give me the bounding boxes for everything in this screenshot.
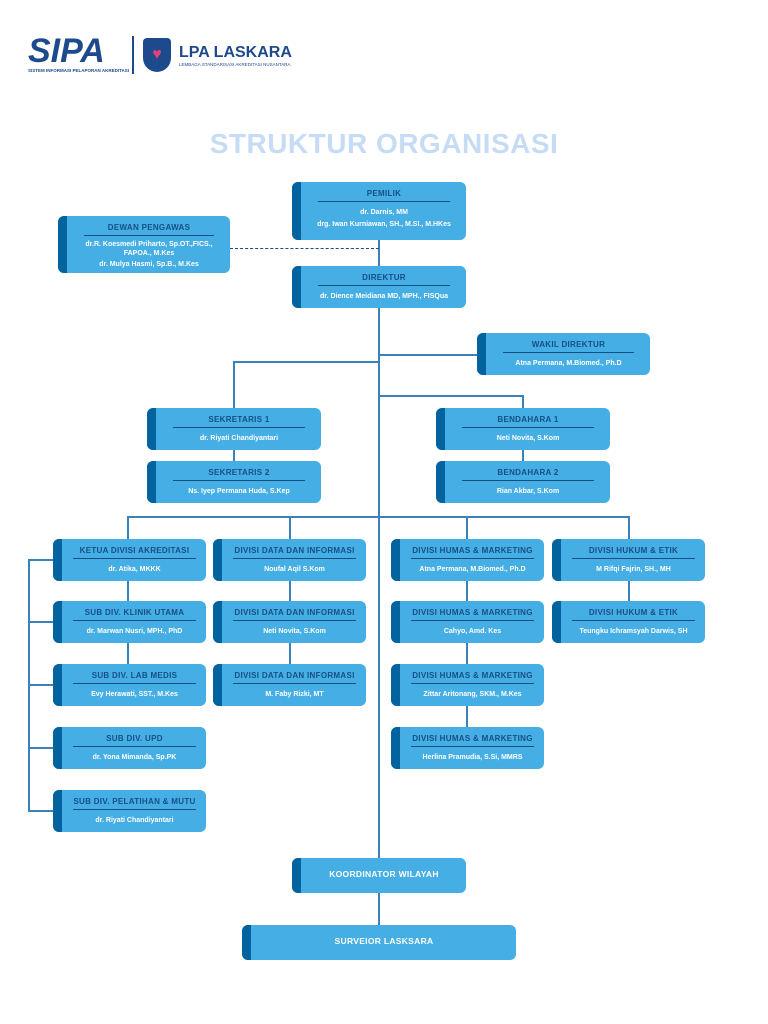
- divisi-akreditasi-box: SUB DIV. LAB MEDIS Evy Herawati, SST., M.…: [53, 664, 206, 706]
- box-title: SUB DIV. PELATIHAN & MUTU: [73, 797, 196, 810]
- box-title: DIVISI HUKUM & ETIK: [572, 608, 695, 621]
- box-title: WAKIL DIREKTUR: [503, 340, 634, 353]
- divisi-humas-box: DIVISI HUMAS & MARKETING Herlina Pramudia…: [391, 727, 544, 769]
- divisi-data-informasi-box: DIVISI DATA DAN INFORMASI Noufal Aqil S.K…: [213, 539, 366, 581]
- box-title: PEMILIK: [318, 189, 450, 202]
- box-title: DIVISI DATA DAN INFORMASI: [233, 671, 356, 684]
- box-title: KETUA DIVISI AKREDITASI: [73, 546, 196, 559]
- box-name: Cahyo, Amd. Kes: [443, 628, 502, 635]
- connector: [289, 516, 291, 664]
- box-title: DIVISI DATA DAN INFORMASI: [233, 608, 356, 621]
- box-name: M. Faby Rizki, MT: [265, 691, 324, 698]
- connector: [128, 516, 630, 518]
- surveior-box: SURVEIOR LASKSARA: [242, 925, 516, 960]
- box-name: dr. Atika, MKKK: [108, 566, 161, 573]
- box-name: drg. Iwan Kurniawan, SH., M.SI., M.HKes: [317, 221, 451, 228]
- box-title: KOORDINATOR WILAYAH: [329, 869, 439, 879]
- dewan-pengawas-box: DEWAN PENGAWAS dr.R. Koesmedi Priharto, …: [58, 216, 230, 273]
- connector: [28, 810, 53, 812]
- box-title: BENDAHARA 1: [462, 415, 594, 428]
- box-name: dr. Marwan Nusri, MPH., PhD: [86, 628, 183, 635]
- connector: [28, 560, 30, 812]
- connector: [378, 240, 380, 858]
- box-name: Neti Novita, S.Kom: [496, 435, 560, 442]
- box-name: dr. Mulya Hasmi, Sp.B., M.Kes: [99, 261, 199, 268]
- box-title: BENDAHARA 2: [462, 468, 594, 481]
- connector: [28, 559, 53, 561]
- connector: [28, 621, 53, 623]
- box-name: Evy Herawati, SST., M.Kes: [91, 691, 178, 698]
- divisi-humas-box: DIVISI HUMAS & MARKETING Atna Permana, M.…: [391, 539, 544, 581]
- box-name: dr.R. Koesmedi Priharto, Sp.OT.,FICS., F…: [85, 241, 213, 257]
- box-name: dr. Riyati Chandiyantari: [199, 435, 279, 442]
- box-name: Ns. Iyep Permana Huda, S.Kep: [188, 488, 290, 495]
- box-name: dr. Darnis, MM: [360, 209, 408, 216]
- connector: [379, 395, 523, 397]
- divisi-humas-box: DIVISI HUMAS & MARKETING Cahyo, Amd. Kes: [391, 601, 544, 643]
- box-title: SEKRETARIS 1: [173, 415, 305, 428]
- box-name: Rian Akbar, S.Kom: [496, 488, 560, 495]
- divisi-humas-box: DIVISI HUMAS & MARKETING Zittar Aritonang…: [391, 664, 544, 706]
- connector: [378, 893, 380, 925]
- box-title: SUB DIV. UPD: [73, 734, 196, 747]
- box-title: SUB DIV. LAB MEDIS: [73, 671, 196, 684]
- divisi-akreditasi-box: KETUA DIVISI AKREDITASI dr. Atika, MKKK: [53, 539, 206, 581]
- wakil-direktur-box: WAKIL DIREKTUR Atna Permana, M.Biomed., …: [477, 333, 650, 375]
- sipa-logo-subtitle: SISTEM INFORMASI PELAPORAN AKREDITASI: [28, 68, 130, 73]
- sipa-logo-text: SIPA: [28, 32, 105, 70]
- box-title: DIVISI HUMAS & MARKETING: [411, 734, 534, 747]
- lpa-shield-icon: ♥: [143, 38, 171, 72]
- connector: [379, 354, 477, 356]
- box-name: Zittar Aritonang, SKM., M.Kes: [423, 691, 522, 698]
- bendahara-1-box: BENDAHARA 1 Neti Novita, S.Kom: [436, 408, 610, 450]
- box-title: DIVISI DATA DAN INFORMASI: [233, 546, 356, 559]
- box-name: dr. Yona Mimanda, Sp.PK: [92, 754, 177, 761]
- box-title: DIVISI HUMAS & MARKETING: [411, 671, 534, 684]
- box-name: dr. Dience Meidiana MD, MPH., FISQua: [320, 293, 448, 300]
- box-name: Atna Permana, M.Biomed., Ph.D: [515, 360, 622, 367]
- sekretaris-1-box: SEKRETARIS 1 dr. Riyati Chandiyantari: [147, 408, 321, 450]
- box-title: SEKRETARIS 2: [173, 468, 305, 481]
- koordinator-wilayah-box: KOORDINATOR WILAYAH: [292, 858, 466, 893]
- box-title: DIVISI HUMAS & MARKETING: [411, 546, 534, 559]
- pemilik-box: PEMILIK dr. Darnis, MM drg. Iwan Kurniaw…: [292, 182, 466, 240]
- divisi-akreditasi-box: SUB DIV. KLINIK UTAMA dr. Marwan Nusri, M…: [53, 601, 206, 643]
- box-title: SUB DIV. KLINIK UTAMA: [73, 608, 196, 621]
- logo-divider: [132, 36, 134, 74]
- box-title: DIREKTUR: [318, 273, 450, 286]
- dashed-connector: [230, 248, 379, 249]
- connector: [234, 361, 379, 363]
- page-title: STRUKTUR ORGANISASI: [209, 128, 559, 159]
- connector: [28, 747, 53, 749]
- divisi-hukum-box: DIVISI HUKUM & ETIK Teungku Ichramsyah Da…: [552, 601, 705, 643]
- box-title: SURVEIOR LASKSARA: [334, 936, 434, 946]
- box-name: Neti Novita, S.Kom: [263, 628, 326, 635]
- sekretaris-2-box: SEKRETARIS 2 Ns. Iyep Permana Huda, S.Ke…: [147, 461, 321, 503]
- divisi-data-informasi-box: DIVISI DATA DAN INFORMASI M. Faby Rizki, …: [213, 664, 366, 706]
- divisi-data-informasi-box: DIVISI DATA DAN INFORMASI Neti Novita, S.…: [213, 601, 366, 643]
- box-name: Atna Permana, M.Biomed., Ph.D: [419, 566, 526, 573]
- bendahara-2-box: BENDAHARA 2 Rian Akbar, S.Kom: [436, 461, 610, 503]
- box-title: DIVISI HUKUM & ETIK: [572, 546, 695, 559]
- direktur-box: DIREKTUR dr. Dience Meidiana MD, MPH., F…: [292, 266, 466, 308]
- box-title: DIVISI HUMAS & MARKETING: [411, 608, 534, 621]
- connector: [28, 684, 53, 686]
- lpa-logo: LPA LASKARA LEMBAGA STANDARISASI AKREDIT…: [179, 44, 292, 67]
- divisi-hukum-box: DIVISI HUKUM & ETIK M Rifqi Fajrin, SH., …: [552, 539, 705, 581]
- box-name: Herlina Pramudia, S.Si, MMRS: [422, 754, 523, 761]
- divisi-akreditasi-box: SUB DIV. UPD dr. Yona Mimanda, Sp.PK: [53, 727, 206, 769]
- box-name: M Rifqi Fajrin, SH., MH: [596, 566, 671, 573]
- lpa-logo-text: LPA LASKARA: [179, 44, 292, 61]
- sipa-logo: SIPA SISTEM INFORMASI PELAPORAN AKREDITA…: [28, 34, 129, 73]
- box-name: dr. Riyati Chandiyantari: [95, 817, 174, 824]
- lpa-logo-subtitle: LEMBAGA STANDARISASI AKREDITASI NUSANTAR…: [179, 62, 291, 67]
- box-name: Teungku Ichramsyah Darwis, SH: [579, 628, 688, 635]
- divisi-akreditasi-box: SUB DIV. PELATIHAN & MUTU dr. Riyati Chan…: [53, 790, 206, 832]
- box-name: Noufal Aqil S.Kom: [264, 566, 325, 573]
- box-title: DEWAN PENGAWAS: [84, 223, 214, 236]
